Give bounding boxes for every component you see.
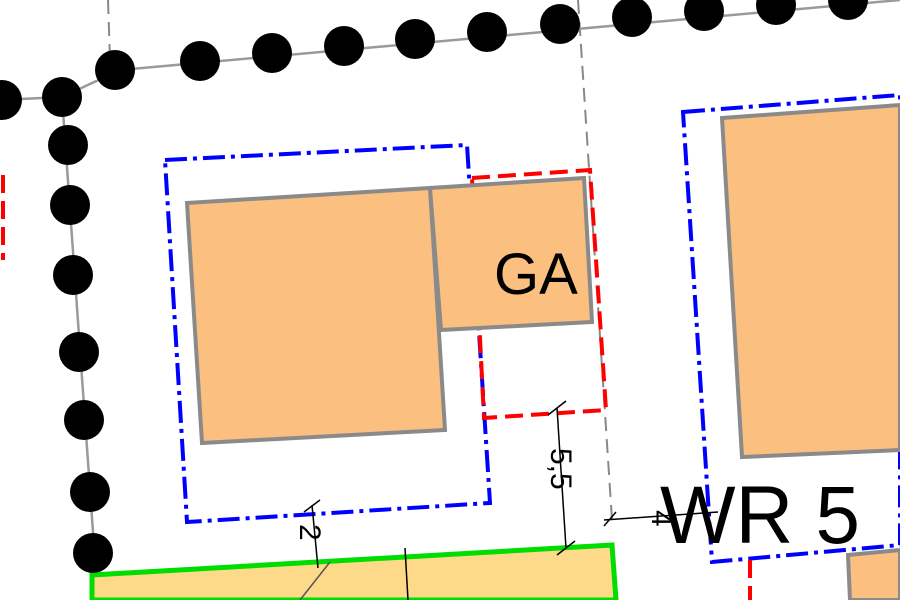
boundary-dot — [0, 80, 22, 120]
boundary-dots — [0, 0, 868, 573]
dimension-tick — [603, 511, 617, 527]
leader-line — [404, 547, 409, 600]
building-right — [719, 102, 900, 460]
boundary-dot — [180, 41, 220, 81]
boundary-dot — [70, 472, 110, 512]
boundary-dot — [756, 0, 796, 25]
boundary-dot — [42, 77, 82, 117]
building-main-left — [184, 185, 448, 446]
boundary-dot — [684, 0, 724, 31]
boundary-dot — [73, 533, 113, 573]
building-garage — [427, 175, 595, 333]
baufenster-right — [680, 92, 900, 565]
garage-label: GA — [494, 242, 578, 307]
leader-line — [299, 561, 331, 600]
dimension-tick — [556, 540, 576, 556]
boundary-dot — [50, 185, 90, 225]
dimension-tick — [547, 400, 567, 416]
boundary-dot — [540, 4, 580, 44]
building-right-lower — [845, 547, 900, 600]
green-area — [89, 542, 619, 600]
baufenster-left — [162, 142, 493, 525]
lot-boundary-line — [0, 0, 900, 102]
boundary-dot — [828, 0, 868, 20]
boundary-dot — [59, 332, 99, 372]
dimension-tick — [303, 499, 321, 513]
boundary-dot — [95, 50, 135, 90]
boundary-dot — [48, 125, 88, 165]
boundary-dot — [612, 0, 652, 37]
parcel-dashed-line-top — [107, 0, 111, 61]
dimension-line-vertical — [556, 407, 567, 549]
boundary-dot — [324, 26, 364, 66]
zone-label: WR 5 — [660, 470, 860, 561]
dimension-label-vertical: 5,5 — [544, 448, 577, 490]
garage-zone — [469, 167, 609, 421]
boundary-dot — [252, 33, 292, 73]
dimension-line-bottom — [311, 504, 319, 569]
dimension-label-bottom: 2 — [293, 524, 326, 541]
boundary-dot — [467, 12, 507, 52]
dimension-line-right — [603, 511, 719, 521]
boundary-dot — [64, 400, 104, 440]
boundary-dot — [53, 255, 93, 295]
dimension-label-right: 4 — [645, 510, 678, 527]
boundary-dot — [395, 19, 435, 59]
